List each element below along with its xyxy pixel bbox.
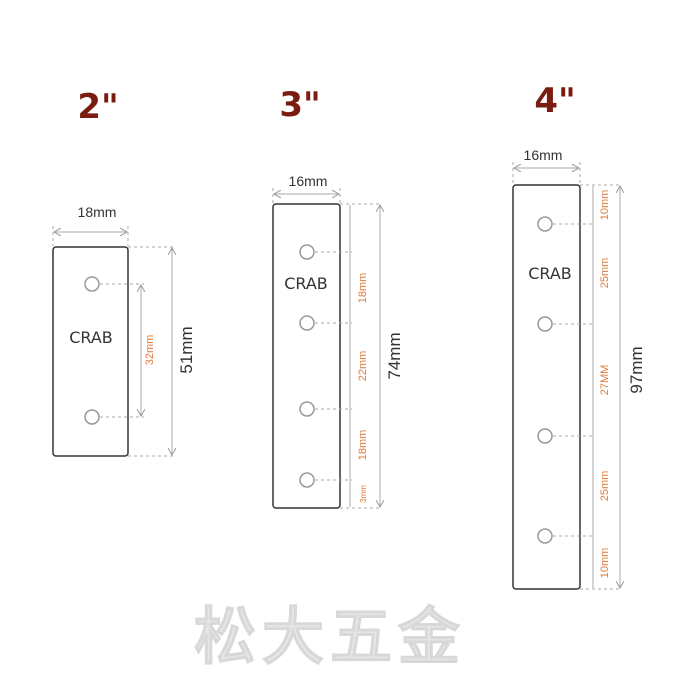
- width-label: 16mm: [524, 147, 563, 163]
- watermark: 松大五金: [194, 600, 466, 673]
- plate-title: 2": [77, 87, 118, 127]
- hole: [537, 316, 553, 332]
- plate-outline: [52, 246, 129, 457]
- hole: [299, 472, 315, 488]
- hole: [299, 244, 315, 260]
- hole: [537, 528, 553, 544]
- length-label: 97mm: [627, 346, 646, 393]
- hole: [84, 409, 100, 425]
- width-label: 18mm: [78, 204, 117, 220]
- hole: [299, 401, 315, 417]
- spacing-label: 10mm: [599, 190, 611, 221]
- spacing-label: 27MM: [599, 365, 611, 396]
- width-label: 16mm: [289, 173, 328, 189]
- plate-4-inch: 4" 16mm CRAB 10mm 25mm 27MM 25mm 10mm 97…: [512, 81, 646, 590]
- plate-outline: [512, 184, 581, 590]
- spacing-label: 18mm: [357, 273, 369, 304]
- spacing-label: 32mm: [144, 335, 156, 366]
- plate-outline: [272, 203, 341, 509]
- brand-label: CRAB: [528, 264, 572, 283]
- spacing-label: 25mm: [599, 471, 611, 502]
- hole: [84, 276, 100, 292]
- spacing-label: 18mm: [357, 430, 369, 461]
- spacing-label: 10mm: [599, 548, 611, 579]
- spacing-label: 22mm: [357, 351, 369, 382]
- length-label: 74mm: [385, 332, 404, 379]
- spacing-label: 3mm: [359, 485, 368, 503]
- brand-label: CRAB: [284, 274, 328, 293]
- plate-3-inch: 3" 16mm CRAB 18mm 22mm 18mm 3mm 74mm: [272, 85, 404, 509]
- brand-label: CRAB: [69, 328, 113, 347]
- plate-2-inch: 2" 18mm CRAB 32mm 51mm: [52, 87, 196, 457]
- hole: [537, 428, 553, 444]
- length-label: 51mm: [177, 326, 196, 373]
- hole: [299, 315, 315, 331]
- hole: [537, 216, 553, 232]
- plate-title: 4": [534, 81, 575, 121]
- plate-title: 3": [279, 85, 320, 125]
- spacing-label: 25mm: [599, 258, 611, 289]
